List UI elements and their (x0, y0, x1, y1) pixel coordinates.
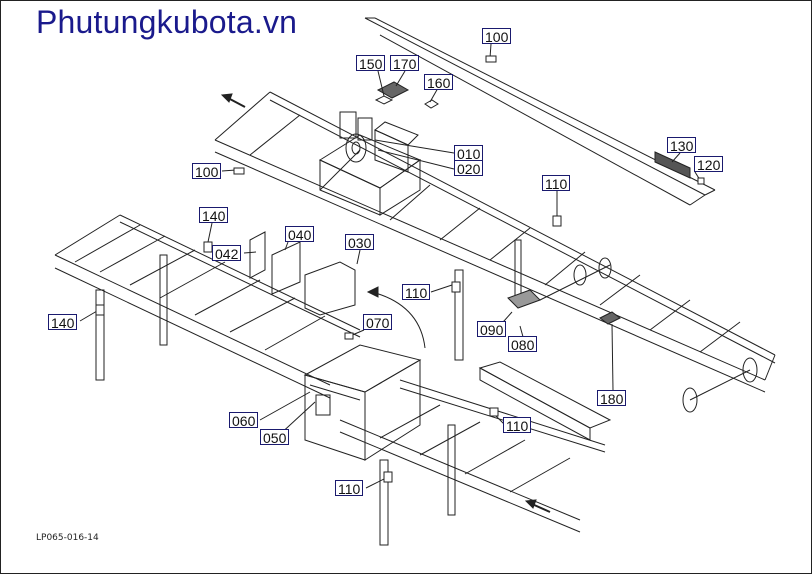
part-tags (95, 55, 705, 483)
cover-parts (249, 231, 621, 441)
upper-conveyor (214, 91, 776, 413)
callout-160[interactable]: 160 (424, 74, 454, 91)
callout-020[interactable]: 020 (454, 160, 484, 177)
callout-010[interactable]: 010 (454, 145, 484, 162)
callout-140-upper[interactable]: 140 (199, 207, 229, 224)
callout-090[interactable]: 090 (477, 321, 507, 338)
top-guide-rail (364, 17, 716, 206)
callout-110-bottom[interactable]: 110 (335, 480, 364, 497)
callout-130[interactable]: 130 (667, 137, 697, 154)
watermark-logo: Phutungkubota.vn (36, 4, 298, 40)
callout-110-right[interactable]: 110 (503, 417, 532, 434)
callout-050[interactable]: 050 (260, 429, 290, 446)
callout-170[interactable]: 170 (390, 55, 420, 72)
callout-150[interactable]: 150 (356, 55, 386, 72)
drawing-code: LP065-016-14 (36, 533, 99, 543)
callout-100-top-rail[interactable]: 100 (482, 28, 512, 45)
callout-100-left[interactable]: 100 (192, 163, 222, 180)
callout-080[interactable]: 080 (508, 336, 538, 353)
control-box (303, 344, 422, 461)
direction-arrow-lower (524, 499, 551, 513)
callout-110-middle[interactable]: 110 (402, 284, 431, 301)
callout-030[interactable]: 030 (345, 234, 375, 251)
callout-140-lower[interactable]: 140 (48, 314, 78, 331)
callout-120[interactable]: 120 (694, 156, 724, 173)
lower-conveyor (54, 214, 606, 546)
callout-040[interactable]: 040 (285, 226, 315, 243)
callout-180[interactable]: 180 (597, 390, 627, 407)
callout-070[interactable]: 070 (363, 314, 393, 331)
direction-arrow-upper (220, 93, 246, 108)
callout-110-upper[interactable]: 110 (542, 175, 571, 192)
rotation-arrow (366, 286, 426, 349)
callout-042[interactable]: 042 (212, 245, 242, 262)
callout-060[interactable]: 060 (229, 412, 259, 429)
